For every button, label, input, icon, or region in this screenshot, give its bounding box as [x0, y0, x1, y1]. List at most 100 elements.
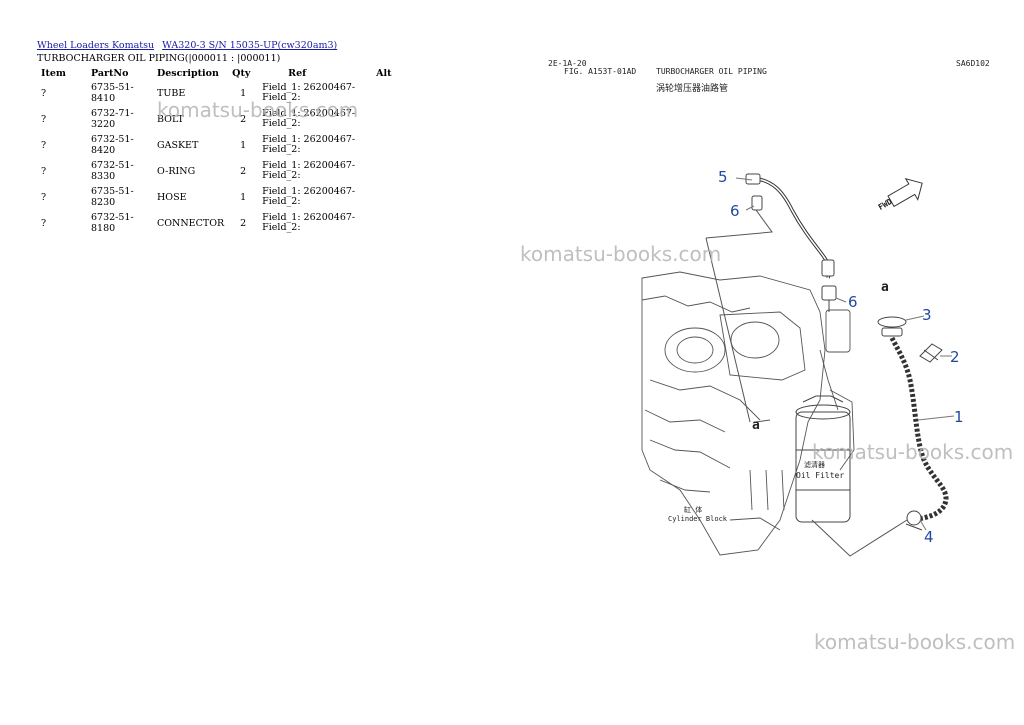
leader-line — [755, 419, 771, 423]
cell-ref: Field_1: 26200467-Field_2: — [258, 106, 372, 132]
cell-qty: 2 — [240, 165, 247, 177]
leader-line — [905, 315, 925, 321]
engine-block-drawing — [641, 271, 855, 556]
cell-description: BOLT — [157, 113, 184, 125]
callout-6: 6 — [730, 202, 740, 220]
cell-description: TUBE — [157, 87, 186, 99]
section-title: TURBOCHARGER OIL PIPING(|000011 : |00001… — [37, 53, 281, 64]
leader-line — [917, 415, 955, 421]
ref-field-2: Field_2: — [262, 92, 301, 103]
cell-ref: Field_1: 26200467-Field_2: — [258, 132, 372, 158]
cell-partno: 6732-71-3220 — [91, 108, 134, 130]
watermark: komatsu-books.com — [814, 630, 1016, 654]
table-header-row: Item PartNo Description Qty Ref Alt — [35, 66, 396, 80]
leader-line — [811, 519, 908, 557]
cell-description: CONNECTOR — [157, 217, 225, 229]
gasket-3-drawing — [877, 316, 907, 328]
leader-line — [735, 177, 753, 181]
figure-title: TURBOCHARGER OIL PIPING — [656, 67, 767, 76]
leader-line — [705, 209, 773, 239]
col-ref: Ref — [288, 67, 307, 79]
figure-corner-code: SA6D102 — [956, 59, 990, 68]
cell-alt — [372, 184, 395, 210]
tube-1-drawing — [889, 336, 949, 523]
ref-field-2: Field_2: — [262, 144, 301, 155]
cell-qty: 1 — [240, 191, 247, 203]
cylinder-block-label: Cylinder Block — [668, 515, 728, 523]
fwd-arrow-icon — [887, 178, 923, 208]
col-partno: PartNo — [91, 67, 129, 79]
breadcrumb: Wheel Loaders Komatsu WA320-3 S/N 15035-… — [37, 40, 342, 51]
callout-2: 2 — [950, 348, 960, 366]
figure-title-cn: 涡轮增压器油路管 — [656, 84, 729, 94]
cell-item: ? — [41, 87, 47, 99]
cell-qty: 2 — [240, 217, 247, 229]
col-item: Item — [41, 67, 66, 79]
callout-1: 1 — [954, 408, 964, 426]
leader-line — [745, 205, 755, 211]
cell-partno: 6732-51-8180 — [91, 212, 134, 234]
cell-description: GASKET — [157, 139, 199, 151]
cell-alt — [372, 210, 395, 236]
cell-alt — [372, 132, 395, 158]
oil-filter-label-cn: 滤清器 — [804, 461, 825, 469]
cell-partno: 6732-51-8420 — [91, 134, 134, 156]
marker-a: a — [752, 418, 760, 433]
cell-item: ? — [41, 165, 47, 177]
ref-field-1: Field_1: 26200467- — [262, 134, 356, 145]
figure-page-code: 2E-1A-20 — [548, 59, 587, 68]
col-description: Description — [157, 67, 219, 79]
callout-3: 3 — [922, 306, 932, 324]
table-row: ? 6735-51-8230 HOSE 1 Field_1: 26200467-… — [35, 184, 396, 210]
breadcrumb-link-model[interactable]: WA320-3 S/N 15035-UP(cw320am3) — [162, 40, 338, 51]
leader-line — [919, 519, 927, 531]
marker-a: a — [881, 280, 889, 295]
cell-partno: 6735-51-8230 — [91, 186, 134, 208]
cell-qty: 1 — [240, 139, 247, 151]
cell-item: ? — [41, 191, 47, 203]
breadcrumb-link-category[interactable]: Wheel Loaders Komatsu — [37, 40, 155, 51]
cell-item: ? — [41, 217, 47, 229]
cell-partno: 6735-51-8410 — [91, 82, 134, 104]
leader-line — [705, 237, 751, 423]
tube-1-flange — [881, 327, 903, 337]
callout-4: 4 — [924, 528, 934, 546]
cell-description: O-RING — [157, 165, 196, 177]
ref-field-2: Field_2: — [262, 196, 301, 207]
table-row: ? 6732-51-8420 GASKET 1 Field_1: 2620046… — [35, 132, 396, 158]
figure-number: FIG. A153T-01AD — [564, 67, 637, 76]
table-row: ? 6732-51-8180 CONNECTOR 2 Field_1: 2620… — [35, 210, 396, 236]
callout-6: 6 — [848, 293, 858, 311]
col-qty: Qty — [232, 67, 251, 79]
diagram-drawing — [641, 173, 955, 557]
cell-item: ? — [41, 139, 47, 151]
table-row: ? 6732-71-3220 BOLT 2 Field_1: 26200467-… — [35, 106, 396, 132]
cell-partno: 6732-51-8330 — [91, 160, 134, 182]
cell-qty: 1 — [240, 87, 247, 99]
ref-field-1: Field_1: 26200467- — [262, 108, 356, 119]
cell-ref: Field_1: 26200467-Field_2: — [258, 158, 372, 184]
connector-4-drawing — [906, 510, 922, 526]
table-row: ? 6732-51-8330 O-RING 2 Field_1: 2620046… — [35, 158, 396, 184]
cell-qty: 2 — [240, 113, 247, 125]
oil-filter-drawing — [795, 395, 851, 523]
cylinder-block-label-cn: 缸 体 — [684, 506, 703, 514]
cell-alt — [372, 158, 395, 184]
ref-field-1: Field_1: 26200467- — [262, 160, 356, 171]
ref-field-2: Field_2: — [262, 118, 301, 129]
ref-field-1: Field_1: 26200467- — [262, 186, 356, 197]
hose-5-end-fitting — [821, 259, 835, 277]
oil-filter-label: Oil Filter — [796, 471, 845, 480]
cell-alt — [372, 106, 395, 132]
table-row: ? 6735-51-8410 TUBE 1 Field_1: 26200467-… — [35, 80, 396, 106]
parts-table: Item PartNo Description Qty Ref Alt ? 67… — [35, 66, 396, 236]
ref-field-1: Field_1: 26200467- — [262, 212, 356, 223]
ref-field-2: Field_2: — [262, 222, 301, 233]
leader-line — [835, 297, 847, 303]
parts-diagram: 2E-1A-20 FIG. A153T-01AD TURBOCHARGER OI… — [520, 50, 1024, 570]
cell-alt — [372, 80, 395, 106]
cell-description: HOSE — [157, 191, 187, 203]
hose-5-fitting — [745, 173, 761, 185]
cell-item: ? — [41, 113, 47, 125]
hose-5-drawing — [751, 176, 832, 279]
